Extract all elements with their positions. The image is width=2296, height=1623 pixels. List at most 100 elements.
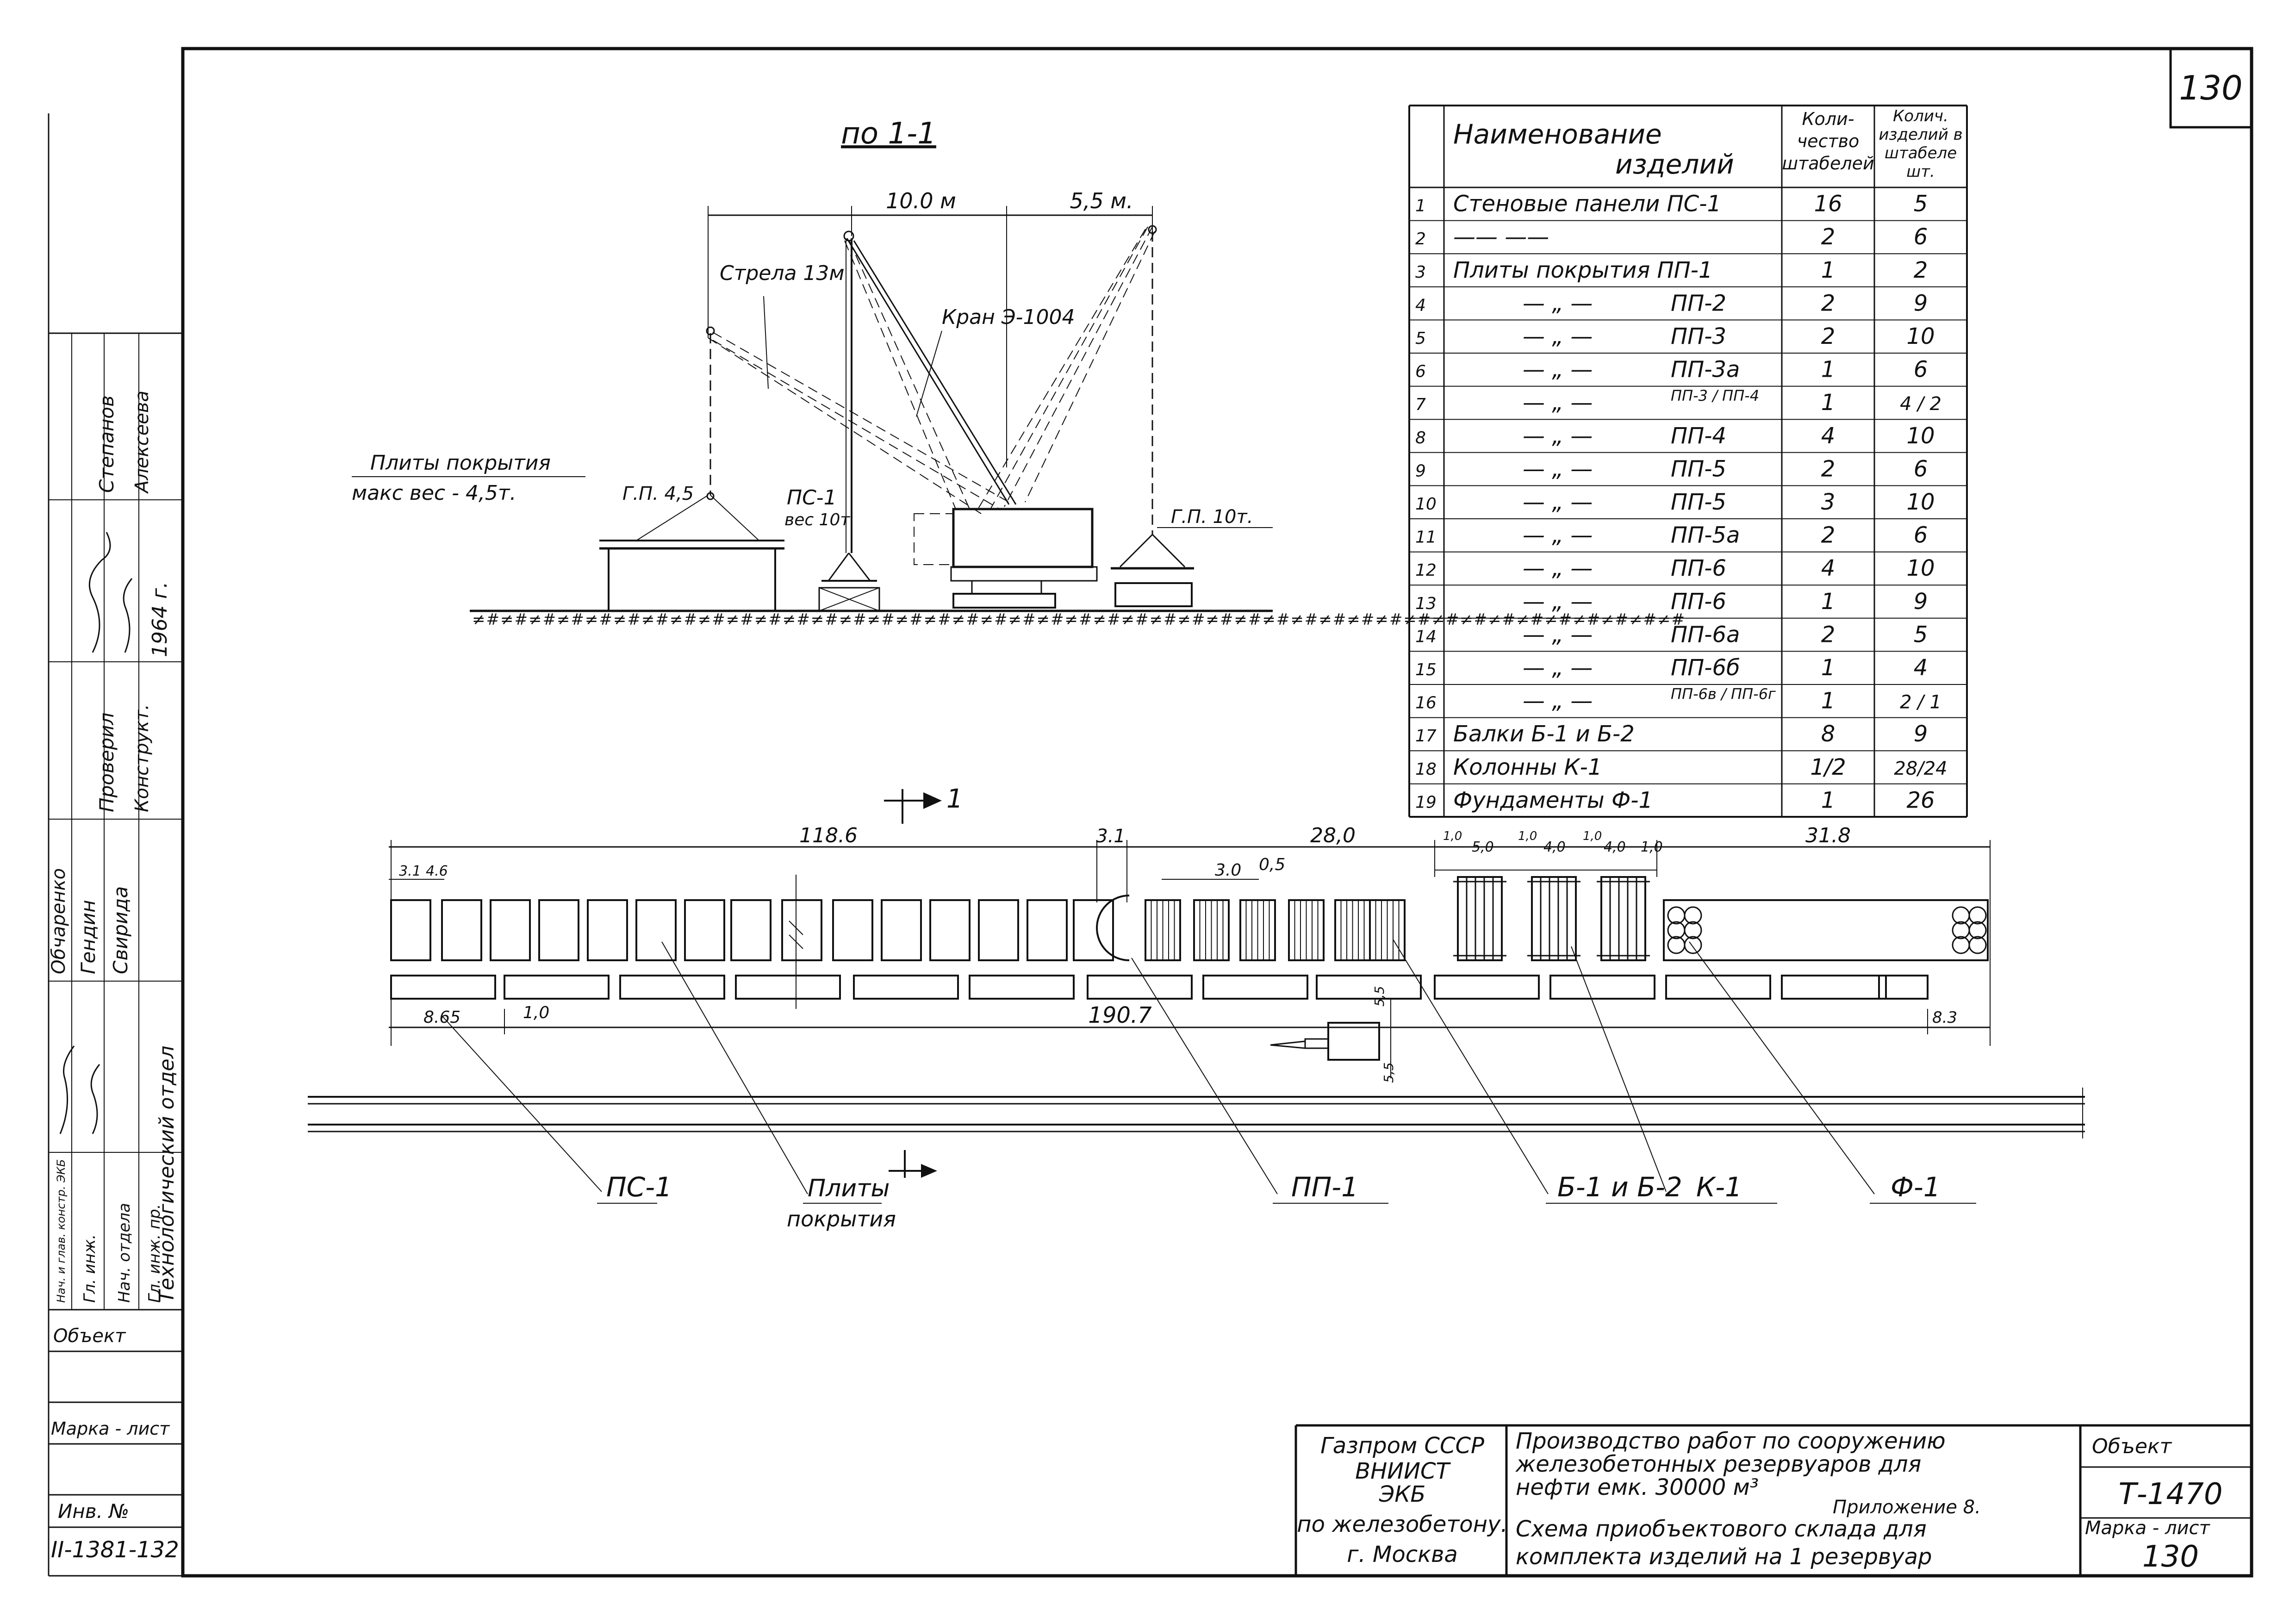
row-stacks: 2 <box>1821 323 1836 349</box>
row-items: 28/24 <box>1894 758 1947 779</box>
label-hook-right: Г.П. 10т. <box>1171 506 1253 528</box>
row-number: 18 <box>1415 760 1437 779</box>
row-number: 3 <box>1415 263 1426 282</box>
row-name: Балки Б-1 и Б-2 <box>1453 721 1635 747</box>
stack-end-curve <box>1096 895 1130 961</box>
stamp-r3-name: Проверил <box>95 713 118 812</box>
wall-panel-stack <box>730 899 772 961</box>
section-title: по 1-1 <box>841 117 936 151</box>
row-number: 2 <box>1415 230 1426 249</box>
row-number: 6 <box>1415 362 1426 381</box>
title-appendix: Приложение 8. <box>1833 1497 1981 1518</box>
wall-panel-stack <box>441 899 482 961</box>
row-stacks: 1 <box>1821 390 1836 416</box>
stamp-r4-name2: Конструкт. <box>131 704 153 812</box>
wall-panel-stack <box>635 899 677 961</box>
stamp-r1-name: Обчаренко <box>48 868 69 974</box>
leader-beams: Б-1 и Б-2 <box>1557 1171 1682 1203</box>
row-name: — „ — <box>1523 622 1593 647</box>
stamp-r4-role: Гл. инж. пр. <box>145 1204 164 1303</box>
row-number: 1 <box>1415 197 1426 216</box>
roof-slab-stacks <box>1145 899 1406 961</box>
leader-slabs-line2: покрытия <box>787 1206 896 1231</box>
stamp-inv-number: II-1381-132 <box>51 1537 179 1563</box>
column-stacks <box>1667 906 1987 954</box>
stamp-r3-name2: Степанов <box>95 395 118 493</box>
stamp-r2-name: Гендин <box>77 900 100 975</box>
dim-col-5: 1,0 <box>1583 829 1602 843</box>
row-name: — „ — <box>1523 423 1593 449</box>
dim-col-4: 4,0 <box>1543 839 1566 855</box>
row-items: 5 <box>1914 622 1928 647</box>
row-items: 6 <box>1914 456 1928 482</box>
row-mark: ПП-5 <box>1671 456 1726 482</box>
stamp-mark-label: Марка - лист <box>51 1418 170 1439</box>
tb-mark-value: 130 <box>2142 1540 2199 1574</box>
tb-object-label: Объект <box>2092 1435 2172 1458</box>
beam-row-item <box>735 975 841 1000</box>
stamp-dept: Технологический отдел <box>155 1045 179 1303</box>
wall-panel-stack <box>832 899 873 961</box>
stamp-r4-name3: Алексеева <box>131 391 153 494</box>
row-items: 4 <box>1914 655 1928 681</box>
beam-row-item <box>504 975 610 1000</box>
row-stacks: 1 <box>1821 589 1836 615</box>
row-name: — „ — <box>1523 357 1593 383</box>
dim-outreach: 5,5 м. <box>1070 188 1133 213</box>
dim-col-1: 1,0 <box>1443 829 1462 843</box>
label-boom: Стрела 13м <box>720 261 845 285</box>
label-slabs-line2: макс вес - 4,5т. <box>352 481 516 505</box>
row-stacks: 1 <box>1821 787 1836 813</box>
dim-gap: 3.1 <box>1096 826 1126 847</box>
row-name: — „ — <box>1523 489 1593 515</box>
table-header-items-line1: Колич. <box>1893 107 1948 125</box>
sheet-number: 130 <box>2179 68 2242 107</box>
row-mark: ПП-5 <box>1671 489 1726 515</box>
title-block: Газпром СССР ВНИИСТ ЭКБ по железобетону.… <box>1294 1424 2252 1576</box>
org-line3: ЭКБ <box>1379 1481 1426 1507</box>
dim-pp-a: 3.0 <box>1215 861 1241 880</box>
leader-pp: ПП-1 <box>1291 1171 1358 1203</box>
right-load <box>1111 534 1194 607</box>
column-stack <box>1952 906 1987 954</box>
row-number: 15 <box>1415 660 1437 679</box>
row-number: 7 <box>1415 395 1426 414</box>
row-stacks: 2 <box>1821 522 1836 548</box>
row-name: Плиты покрытия ПП-1 <box>1453 257 1713 283</box>
row-stacks: 1 <box>1821 357 1836 383</box>
row-items: 2 <box>1914 257 1928 283</box>
table-header-name-line1: Наименование <box>1453 118 1662 150</box>
row-stacks: 1 <box>1821 655 1836 681</box>
dim-crane-2: 5,5 <box>1381 1062 1396 1083</box>
wall-panel-stack <box>1027 899 1068 961</box>
wall-panel-stack <box>929 899 971 961</box>
row-stacks: 1 <box>1821 688 1836 714</box>
wall-panel-load <box>818 553 880 612</box>
row-name: Фундаменты Ф-1 <box>1453 787 1653 813</box>
row-number: 8 <box>1415 429 1426 448</box>
plan-top-dimensions <box>389 840 1991 1046</box>
table-header-items-line2: изделий в <box>1879 125 1962 144</box>
row-name: — „ — <box>1523 323 1593 349</box>
row-mark: ПП-3 / ПП-4 <box>1671 387 1759 404</box>
wall-panel-stack <box>781 899 822 961</box>
row-number: 9 <box>1415 461 1426 480</box>
wall-panel-stack <box>684 899 725 961</box>
stamp-r1-role: Нач. и глав. констр. ЭКБ <box>55 1159 68 1303</box>
dim-crane-1: 5,5 <box>1372 986 1387 1007</box>
row-number: 12 <box>1415 561 1437 580</box>
beam-row-item <box>853 975 959 1000</box>
sheet-number-box: 130 <box>2169 47 2253 129</box>
table-header-count-line1: Коли- <box>1802 109 1854 129</box>
